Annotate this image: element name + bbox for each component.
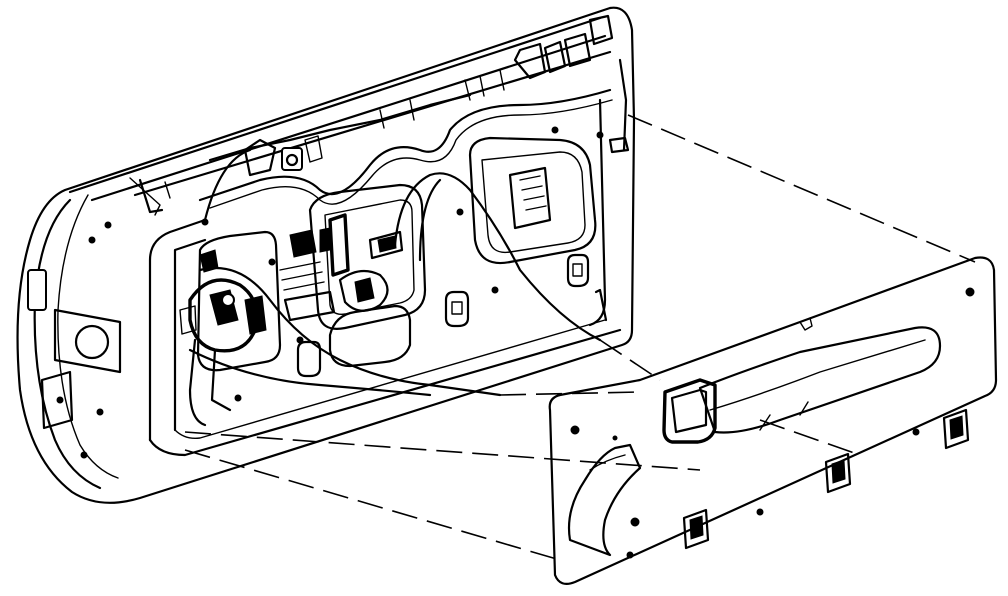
hinge-block bbox=[53, 308, 122, 374]
explode-line-top bbox=[627, 114, 976, 263]
explode-line-mid bbox=[499, 391, 641, 396]
panel-clip-slot bbox=[444, 290, 470, 328]
upper-bracket bbox=[243, 138, 277, 177]
lower-hinge-block bbox=[40, 370, 74, 430]
explode-line-rod bbox=[599, 339, 661, 381]
access-opening-left bbox=[196, 230, 282, 372]
trim-panel-outline bbox=[548, 256, 998, 585]
access-opening-lower bbox=[328, 304, 412, 368]
access-opening-right bbox=[468, 136, 597, 265]
door-frame-outline bbox=[16, 6, 636, 504]
hinge-slot bbox=[27, 269, 47, 311]
window-channel bbox=[198, 88, 612, 202]
handle-bezel bbox=[662, 378, 717, 444]
map-pocket bbox=[567, 443, 642, 557]
hinge-hole bbox=[74, 324, 110, 360]
explode-line-lower-left bbox=[184, 431, 701, 471]
rail-bracket-1 bbox=[513, 42, 547, 80]
control-rod-upper bbox=[393, 172, 602, 342]
door-inner-frame bbox=[16, 6, 636, 504]
trim-clip-3 bbox=[942, 408, 970, 450]
door-trim-panel bbox=[548, 256, 998, 585]
trim-clip-2 bbox=[824, 452, 852, 494]
explode-lines bbox=[184, 114, 976, 561]
belt-rail bbox=[68, 16, 612, 202]
explode-line-right bbox=[759, 419, 861, 456]
access-opening-center bbox=[308, 183, 427, 330]
armrest bbox=[698, 326, 942, 434]
window-regulator bbox=[279, 213, 404, 322]
control-rod-lower bbox=[198, 266, 502, 397]
trim-clip-1 bbox=[682, 508, 710, 550]
hinge-face bbox=[33, 198, 102, 490]
latch-mechanism bbox=[179, 249, 267, 427]
